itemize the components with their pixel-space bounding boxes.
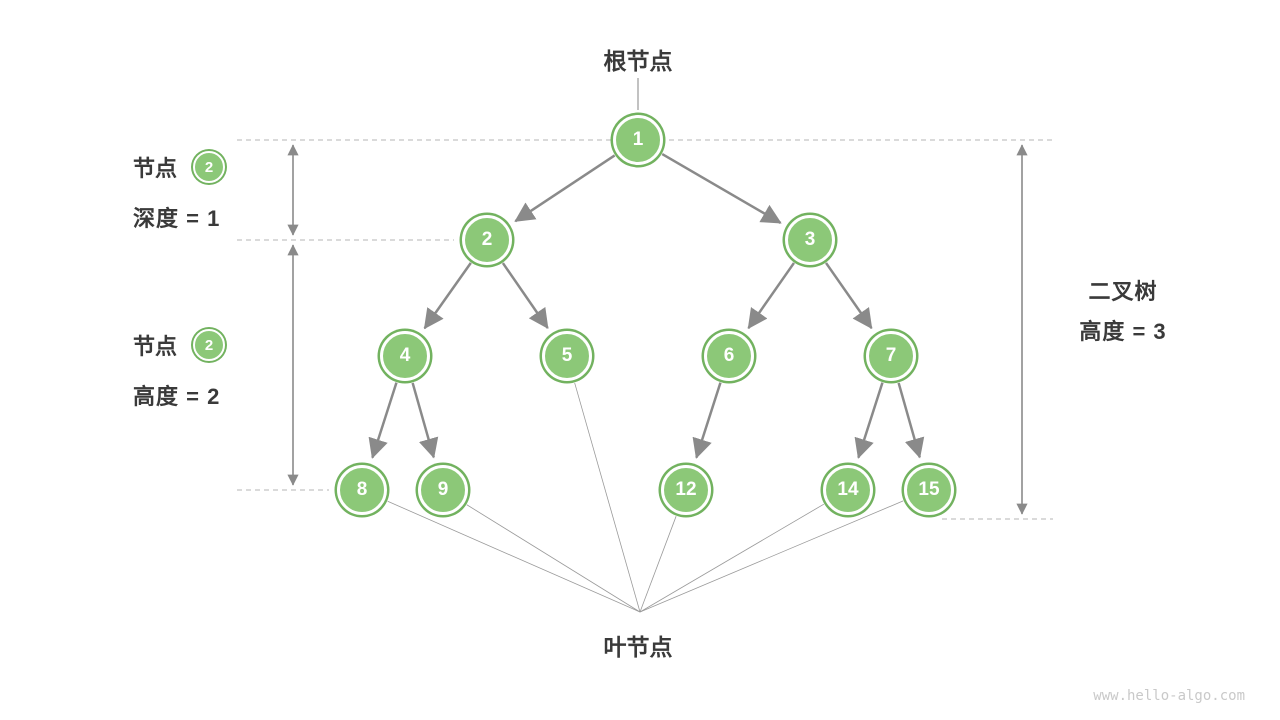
tree-edge-1-2 <box>514 154 616 223</box>
tree-node-12: 12 <box>661 465 711 515</box>
node-depth-prefix: 节点 <box>133 156 178 181</box>
root-node-label: 根节点 <box>603 48 673 74</box>
leaf-pointer-lines <box>387 382 904 613</box>
node-height-prefix: 节点 <box>133 334 178 359</box>
leaf-pointer-line <box>574 382 641 613</box>
leaf-pointer-line <box>639 500 904 613</box>
tree-edge-1-3 <box>661 152 782 224</box>
leaf-pointer-line <box>466 504 641 613</box>
tree-node-4: 4 <box>380 331 430 381</box>
node-2-badge-depth: 2 <box>193 151 226 183</box>
tree-node-1: 1 <box>613 115 663 165</box>
tree-edge-7-14 <box>854 382 884 459</box>
watermark: www.hello-algo.com <box>1093 688 1245 704</box>
tree-edge-2-4 <box>423 262 472 330</box>
tree-node-3: 3 <box>785 215 835 265</box>
tree-node-5: 5 <box>542 331 592 381</box>
node-height-value: 高度 = 2 <box>133 384 221 409</box>
node-height-annotation: 节点 2 高度 = 2 <box>133 328 226 411</box>
tree-height-annotation: 二叉树 高度 = 3 <box>1058 272 1188 352</box>
tree-node-8: 8 <box>337 465 387 515</box>
tree-height-line2: 高度 = 3 <box>1079 319 1167 344</box>
leaf-node-label: 叶节点 <box>603 634 673 660</box>
node-depth-value: 深度 = 1 <box>133 206 221 231</box>
node-2-badge-height: 2 <box>193 329 226 361</box>
tree-edge-7-15 <box>897 382 925 459</box>
tree-node-14: 14 <box>823 465 873 515</box>
tree-edge-3-6 <box>747 262 795 330</box>
tree-edge-4-9 <box>411 382 439 459</box>
tree-node-6: 6 <box>704 331 754 381</box>
tree-node-9: 9 <box>418 465 468 515</box>
leaf-pointer-line <box>639 516 677 613</box>
tree-node-2: 2 <box>462 215 512 265</box>
tree-node-7: 7 <box>866 331 916 381</box>
tree-edge-2-5 <box>501 262 549 330</box>
node-depth-annotation: 节点 2 深度 = 1 <box>133 150 226 233</box>
measure-arrows <box>287 144 1028 515</box>
tree-node-15: 15 <box>904 465 954 515</box>
tree-edges <box>368 152 925 459</box>
tree-edge-3-7 <box>825 262 873 330</box>
leaf-pointer-line <box>387 500 641 613</box>
tree-height-line1: 二叉树 <box>1088 279 1158 304</box>
tree-edge-6-12 <box>692 382 722 459</box>
tree-edge-4-8 <box>368 382 398 459</box>
leaf-pointer-line <box>639 503 825 613</box>
